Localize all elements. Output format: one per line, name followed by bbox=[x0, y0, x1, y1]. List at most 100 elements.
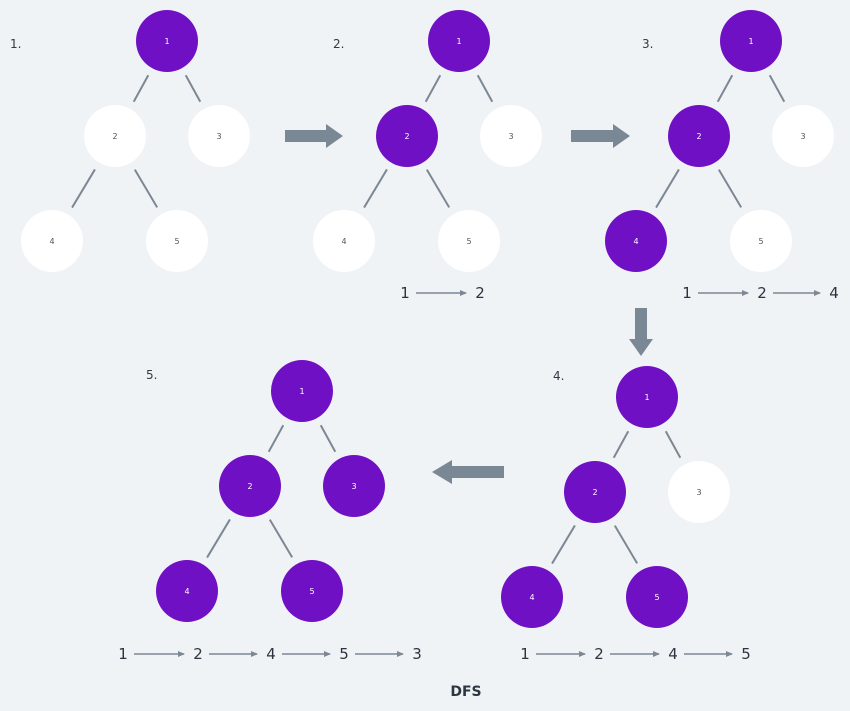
step-label: 3. bbox=[642, 37, 653, 51]
step-4-panel: 4. 1 2 3 4 5 1 2 4 5 bbox=[501, 366, 751, 663]
transition-arrows bbox=[285, 124, 653, 484]
tree-node-label: 5 bbox=[654, 593, 659, 602]
tree-edge-2-4 bbox=[551, 524, 576, 565]
tree-node-label: 3 bbox=[351, 482, 356, 491]
tree-node-label: 3 bbox=[696, 488, 701, 497]
visit-order-item: 2 bbox=[193, 645, 203, 663]
step-5-panel: 5. 1 2 3 4 5 1 2 4 5 3 bbox=[118, 360, 422, 663]
tree-edge-1-2 bbox=[424, 74, 442, 103]
tree-edge-1-2 bbox=[132, 74, 150, 103]
tree-node-label: 5 bbox=[466, 237, 471, 246]
visit-order-item: 3 bbox=[412, 645, 422, 663]
tree-node-label: 2 bbox=[592, 488, 597, 497]
tree-node-label: 1 bbox=[748, 37, 753, 46]
tree-node-5-unvisited bbox=[730, 210, 792, 272]
tree-node-label: 1 bbox=[164, 37, 169, 46]
tree-node-2-visited bbox=[668, 105, 730, 167]
visit-order-item: 1 bbox=[682, 284, 692, 302]
tree-node-label: 3 bbox=[508, 132, 513, 141]
tree-node-5-unvisited bbox=[438, 210, 500, 272]
tree-node-3-unvisited bbox=[480, 105, 542, 167]
tree-edge-1-2 bbox=[612, 430, 630, 459]
tree-edge-2-4 bbox=[206, 518, 231, 559]
tree-node-4-visited bbox=[605, 210, 667, 272]
tree-node-4-unvisited bbox=[21, 210, 83, 272]
tree-edge-1-3 bbox=[184, 74, 202, 103]
tree-edge-1-3 bbox=[768, 74, 786, 103]
step-2-panel: 2. 1 2 3 4 5 1 2 bbox=[313, 10, 542, 302]
tree-edge-1-2 bbox=[267, 424, 285, 453]
arrow-left-icon bbox=[432, 460, 504, 484]
tree-node-label: 1 bbox=[456, 37, 461, 46]
tree-node-label: 4 bbox=[49, 237, 54, 246]
tree-node-label: 5 bbox=[174, 237, 179, 246]
tree-edge-2-4 bbox=[363, 168, 388, 209]
visit-order-item: 1 bbox=[520, 645, 530, 663]
tree-edge-2-5 bbox=[613, 525, 639, 564]
visit-order-item: 5 bbox=[741, 645, 751, 663]
tree-node-label: 4 bbox=[529, 593, 534, 602]
tree-edge-2-4 bbox=[655, 168, 680, 209]
tree-node-4-visited bbox=[156, 560, 218, 622]
tree-node-label: 1 bbox=[644, 393, 649, 402]
tree-node-2-visited bbox=[376, 105, 438, 167]
tree-node-label: 2 bbox=[404, 132, 409, 141]
tree-node-1-visited bbox=[720, 10, 782, 72]
tree-node-label: 5 bbox=[309, 587, 314, 596]
tree-node-1-visited bbox=[428, 10, 490, 72]
visit-order-item: 2 bbox=[475, 284, 485, 302]
tree-node-label: 2 bbox=[247, 482, 252, 491]
visit-order-item: 1 bbox=[118, 645, 128, 663]
tree-edge-1-3 bbox=[476, 74, 494, 103]
tree-node-4-visited bbox=[501, 566, 563, 628]
tree-node-3-unvisited bbox=[188, 105, 250, 167]
tree-node-5-unvisited bbox=[146, 210, 208, 272]
visit-order-item: 1 bbox=[400, 284, 410, 302]
tree-edge-2-5 bbox=[268, 519, 294, 558]
visit-order-item: 2 bbox=[757, 284, 767, 302]
tree-node-label: 2 bbox=[696, 132, 701, 141]
tree-node-label: 3 bbox=[800, 132, 805, 141]
tree-node-3-visited bbox=[323, 455, 385, 517]
tree-node-3-unvisited bbox=[772, 105, 834, 167]
tree-edge-2-5 bbox=[133, 169, 159, 208]
visit-order-item: 4 bbox=[668, 645, 678, 663]
visit-order-item: 4 bbox=[829, 284, 839, 302]
arrow-right-icon bbox=[571, 124, 630, 148]
tree-node-label: 4 bbox=[341, 237, 346, 246]
step-label: 5. bbox=[146, 368, 157, 382]
tree-node-1-visited bbox=[136, 10, 198, 72]
tree-edge-1-3 bbox=[319, 424, 337, 453]
tree-edge-1-2 bbox=[716, 74, 734, 103]
tree-node-label: 4 bbox=[184, 587, 189, 596]
tree-node-label: 2 bbox=[112, 132, 117, 141]
tree-edge-1-3 bbox=[664, 430, 682, 459]
diagram-caption: DFS bbox=[450, 684, 481, 700]
tree-node-label: 5 bbox=[758, 237, 763, 246]
step-label: 1. bbox=[10, 37, 21, 51]
step-label: 4. bbox=[553, 369, 564, 383]
tree-node-label: 1 bbox=[299, 387, 304, 396]
tree-node-label: 4 bbox=[633, 237, 638, 246]
tree-node-5-visited bbox=[626, 566, 688, 628]
tree-node-5-visited bbox=[281, 560, 343, 622]
tree-node-2-visited bbox=[219, 455, 281, 517]
tree-node-2-visited bbox=[564, 461, 626, 523]
tree-node-1-visited bbox=[271, 360, 333, 422]
tree-node-4-unvisited bbox=[313, 210, 375, 272]
tree-edge-2-5 bbox=[425, 169, 451, 208]
step-3-panel: 3. 1 2 3 4 5 1 2 4 bbox=[605, 10, 839, 302]
tree-node-1-visited bbox=[616, 366, 678, 428]
tree-node-3-unvisited bbox=[668, 461, 730, 523]
tree-edge-2-4 bbox=[71, 168, 96, 209]
arrow-right-icon bbox=[285, 124, 343, 148]
arrow-down-icon bbox=[629, 308, 653, 356]
step-label: 2. bbox=[333, 37, 344, 51]
visit-order-item: 4 bbox=[266, 645, 276, 663]
visit-order-item: 5 bbox=[339, 645, 349, 663]
tree-node-2-unvisited bbox=[84, 105, 146, 167]
tree-edge-2-5 bbox=[717, 169, 743, 208]
visit-order-item: 2 bbox=[594, 645, 604, 663]
